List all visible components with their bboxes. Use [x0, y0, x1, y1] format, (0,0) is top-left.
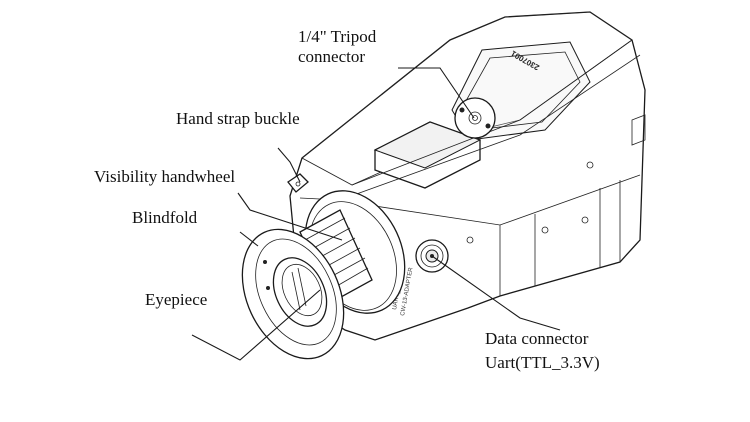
label-visibility: Visibility handwheel: [94, 167, 235, 186]
label-blindfold: Blindfold: [132, 208, 198, 227]
label-tripod-line1: 1/4" Tripod: [298, 27, 377, 46]
label-eyepiece: Eyepiece: [145, 290, 207, 309]
label-data-line2: Uart(TTL_3.3V): [485, 353, 600, 372]
eyepiece: [272, 257, 328, 327]
label-tripod-line2: connector: [298, 47, 365, 66]
label-hand-strap: Hand strap buckle: [176, 109, 300, 128]
tripod-connector: [454, 97, 496, 139]
label-data-line1: Data connector: [485, 329, 589, 348]
hand-strap-buckle: [287, 173, 309, 193]
leader-lines: [191, 67, 561, 361]
